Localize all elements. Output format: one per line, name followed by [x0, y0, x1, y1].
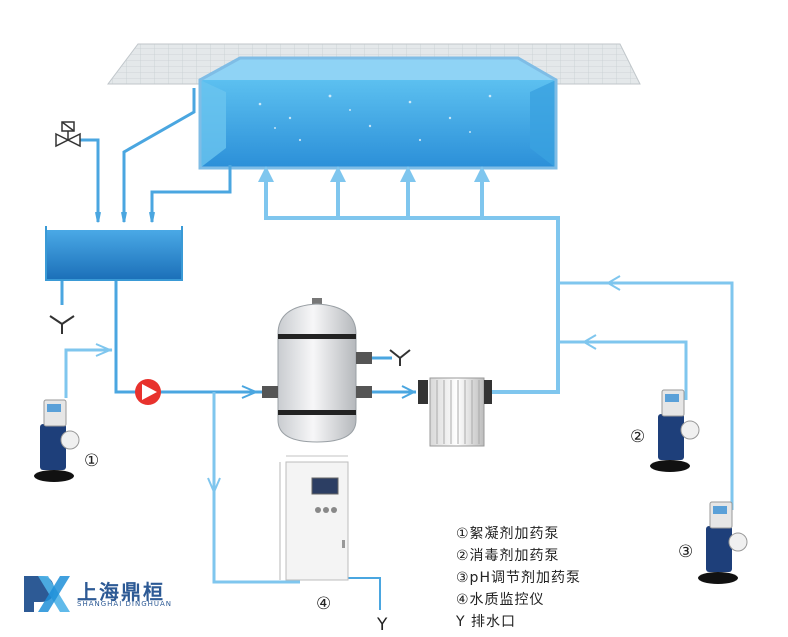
label-pump-1: ① — [84, 451, 100, 471]
legend-item: Y 排水口 — [456, 614, 517, 630]
legend-item: ①絮凝剂加药泵 — [456, 526, 560, 542]
label-pump-3: ③ — [678, 542, 694, 562]
water-quality-monitor — [279, 455, 349, 581]
company-logo-icon — [24, 576, 70, 612]
logo-cn-text: 上海鼎桓 — [77, 580, 165, 604]
inlet-arrows — [258, 166, 490, 182]
drain-icon — [49, 315, 411, 366]
dosing-pump-1 — [34, 399, 80, 482]
label-pump-2: ② — [630, 427, 646, 447]
balance-tank — [45, 226, 183, 281]
pipe-network — [60, 88, 734, 610]
swimming-pool — [198, 56, 558, 170]
legend-item: ②消毒剂加药泵 — [456, 548, 560, 564]
flow-arrows — [95, 211, 621, 495]
heat-exchanger — [418, 377, 492, 447]
label-drain: Y — [377, 615, 388, 635]
sand-filter — [262, 298, 372, 443]
legend: ①絮凝剂加药泵 ②消毒剂加药泵 ③pH调节剂加药泵 ④水质监控仪 Y 排水口 — [456, 523, 581, 633]
circulation-pump-icon — [135, 379, 161, 405]
legend-item: ③pH调节剂加药泵 — [456, 570, 581, 586]
logo-en-text: SHANGHAI DINGHUAN — [77, 600, 173, 608]
legend-item: ④水质监控仪 — [456, 592, 545, 608]
dosing-pump-2 — [650, 389, 700, 472]
dosing-pump-3 — [698, 501, 748, 584]
label-monitor: ④ — [316, 594, 332, 614]
solenoid-valve-icon — [55, 121, 81, 148]
